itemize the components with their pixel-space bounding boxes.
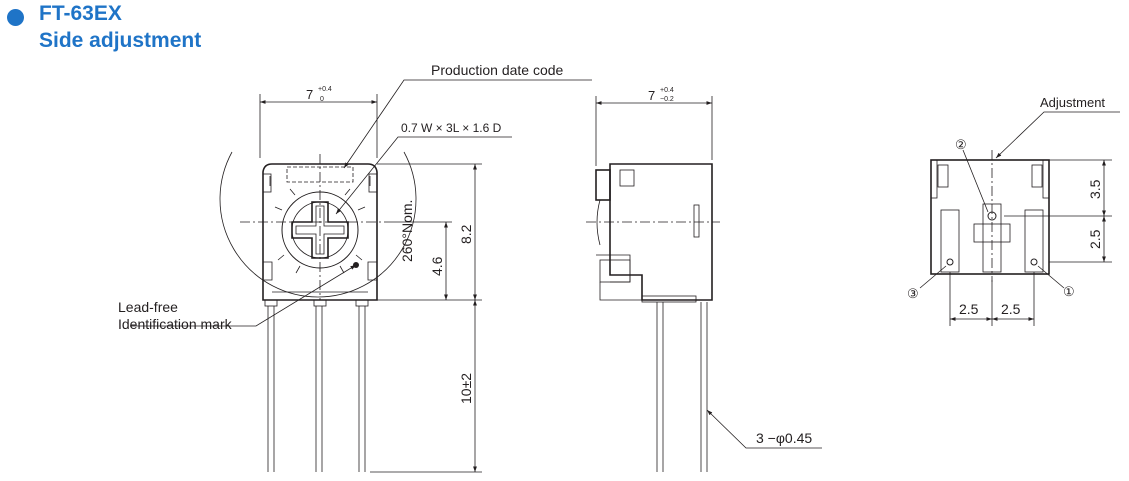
side-view: 7 +0.4 −0.2 3 −φ0.45 [586, 87, 822, 472]
side-width-tol-minus: −0.2 [660, 96, 674, 103]
callout-mark-line1: Lead-free [118, 299, 178, 315]
front-width-tol-plus: +0.4 [318, 86, 332, 93]
pin-2-label: ② [955, 137, 967, 152]
callout-production-date-code: Production date code [431, 62, 564, 78]
pin-body-outline [930, 159, 1050, 275]
callout-mark-line2: Identification mark [118, 316, 233, 332]
front-height-value: 8.2 [458, 224, 474, 244]
side-width-tol-plus: +0.4 [660, 87, 674, 94]
upper-offset-value: 3.5 [1087, 179, 1103, 199]
model-title: FT-63EX [39, 2, 122, 25]
front-leads [264, 299, 369, 472]
pin-1-label: ① [1063, 284, 1075, 299]
callout-slot-size: 0.7 W × 3L × 1.6 D [401, 121, 502, 135]
side-body-outline [609, 163, 713, 301]
front-width-tol-minus: 0 [320, 96, 324, 103]
front-body-outline [262, 163, 378, 301]
pin-layout-view: Adjustment ② ① ③ 2.5 2.5 3.5 2.5 [907, 95, 1120, 326]
front-center-height-value: 4.6 [429, 256, 445, 276]
pitch-left-value: 2.5 [959, 301, 979, 317]
rotation-arc [219, 151, 417, 298]
callout-adjustment: Adjustment [1040, 95, 1105, 110]
model-subtitle: Side adjustment [39, 29, 202, 52]
adjust-cross-slot [291, 201, 349, 259]
front-width-value: 7 [306, 87, 313, 102]
side-width-value: 7 [648, 88, 655, 103]
slot-pin-1 [1024, 209, 1044, 273]
callout-lead-diameter: 3 −φ0.45 [756, 430, 812, 446]
bullet-icon [7, 9, 24, 26]
pin-3-label: ③ [907, 286, 919, 301]
front-view: 7 +0.4 0 Production date code 0.7 W × 3L… [118, 62, 592, 473]
pitch-right-value: 2.5 [1001, 301, 1021, 317]
angle-label: 260°Nom. [399, 200, 415, 262]
slot-pin-3 [940, 209, 960, 273]
lead-length-value: 10±2 [458, 373, 474, 404]
lower-offset-value: 2.5 [1087, 229, 1103, 249]
side-leads [656, 302, 708, 472]
